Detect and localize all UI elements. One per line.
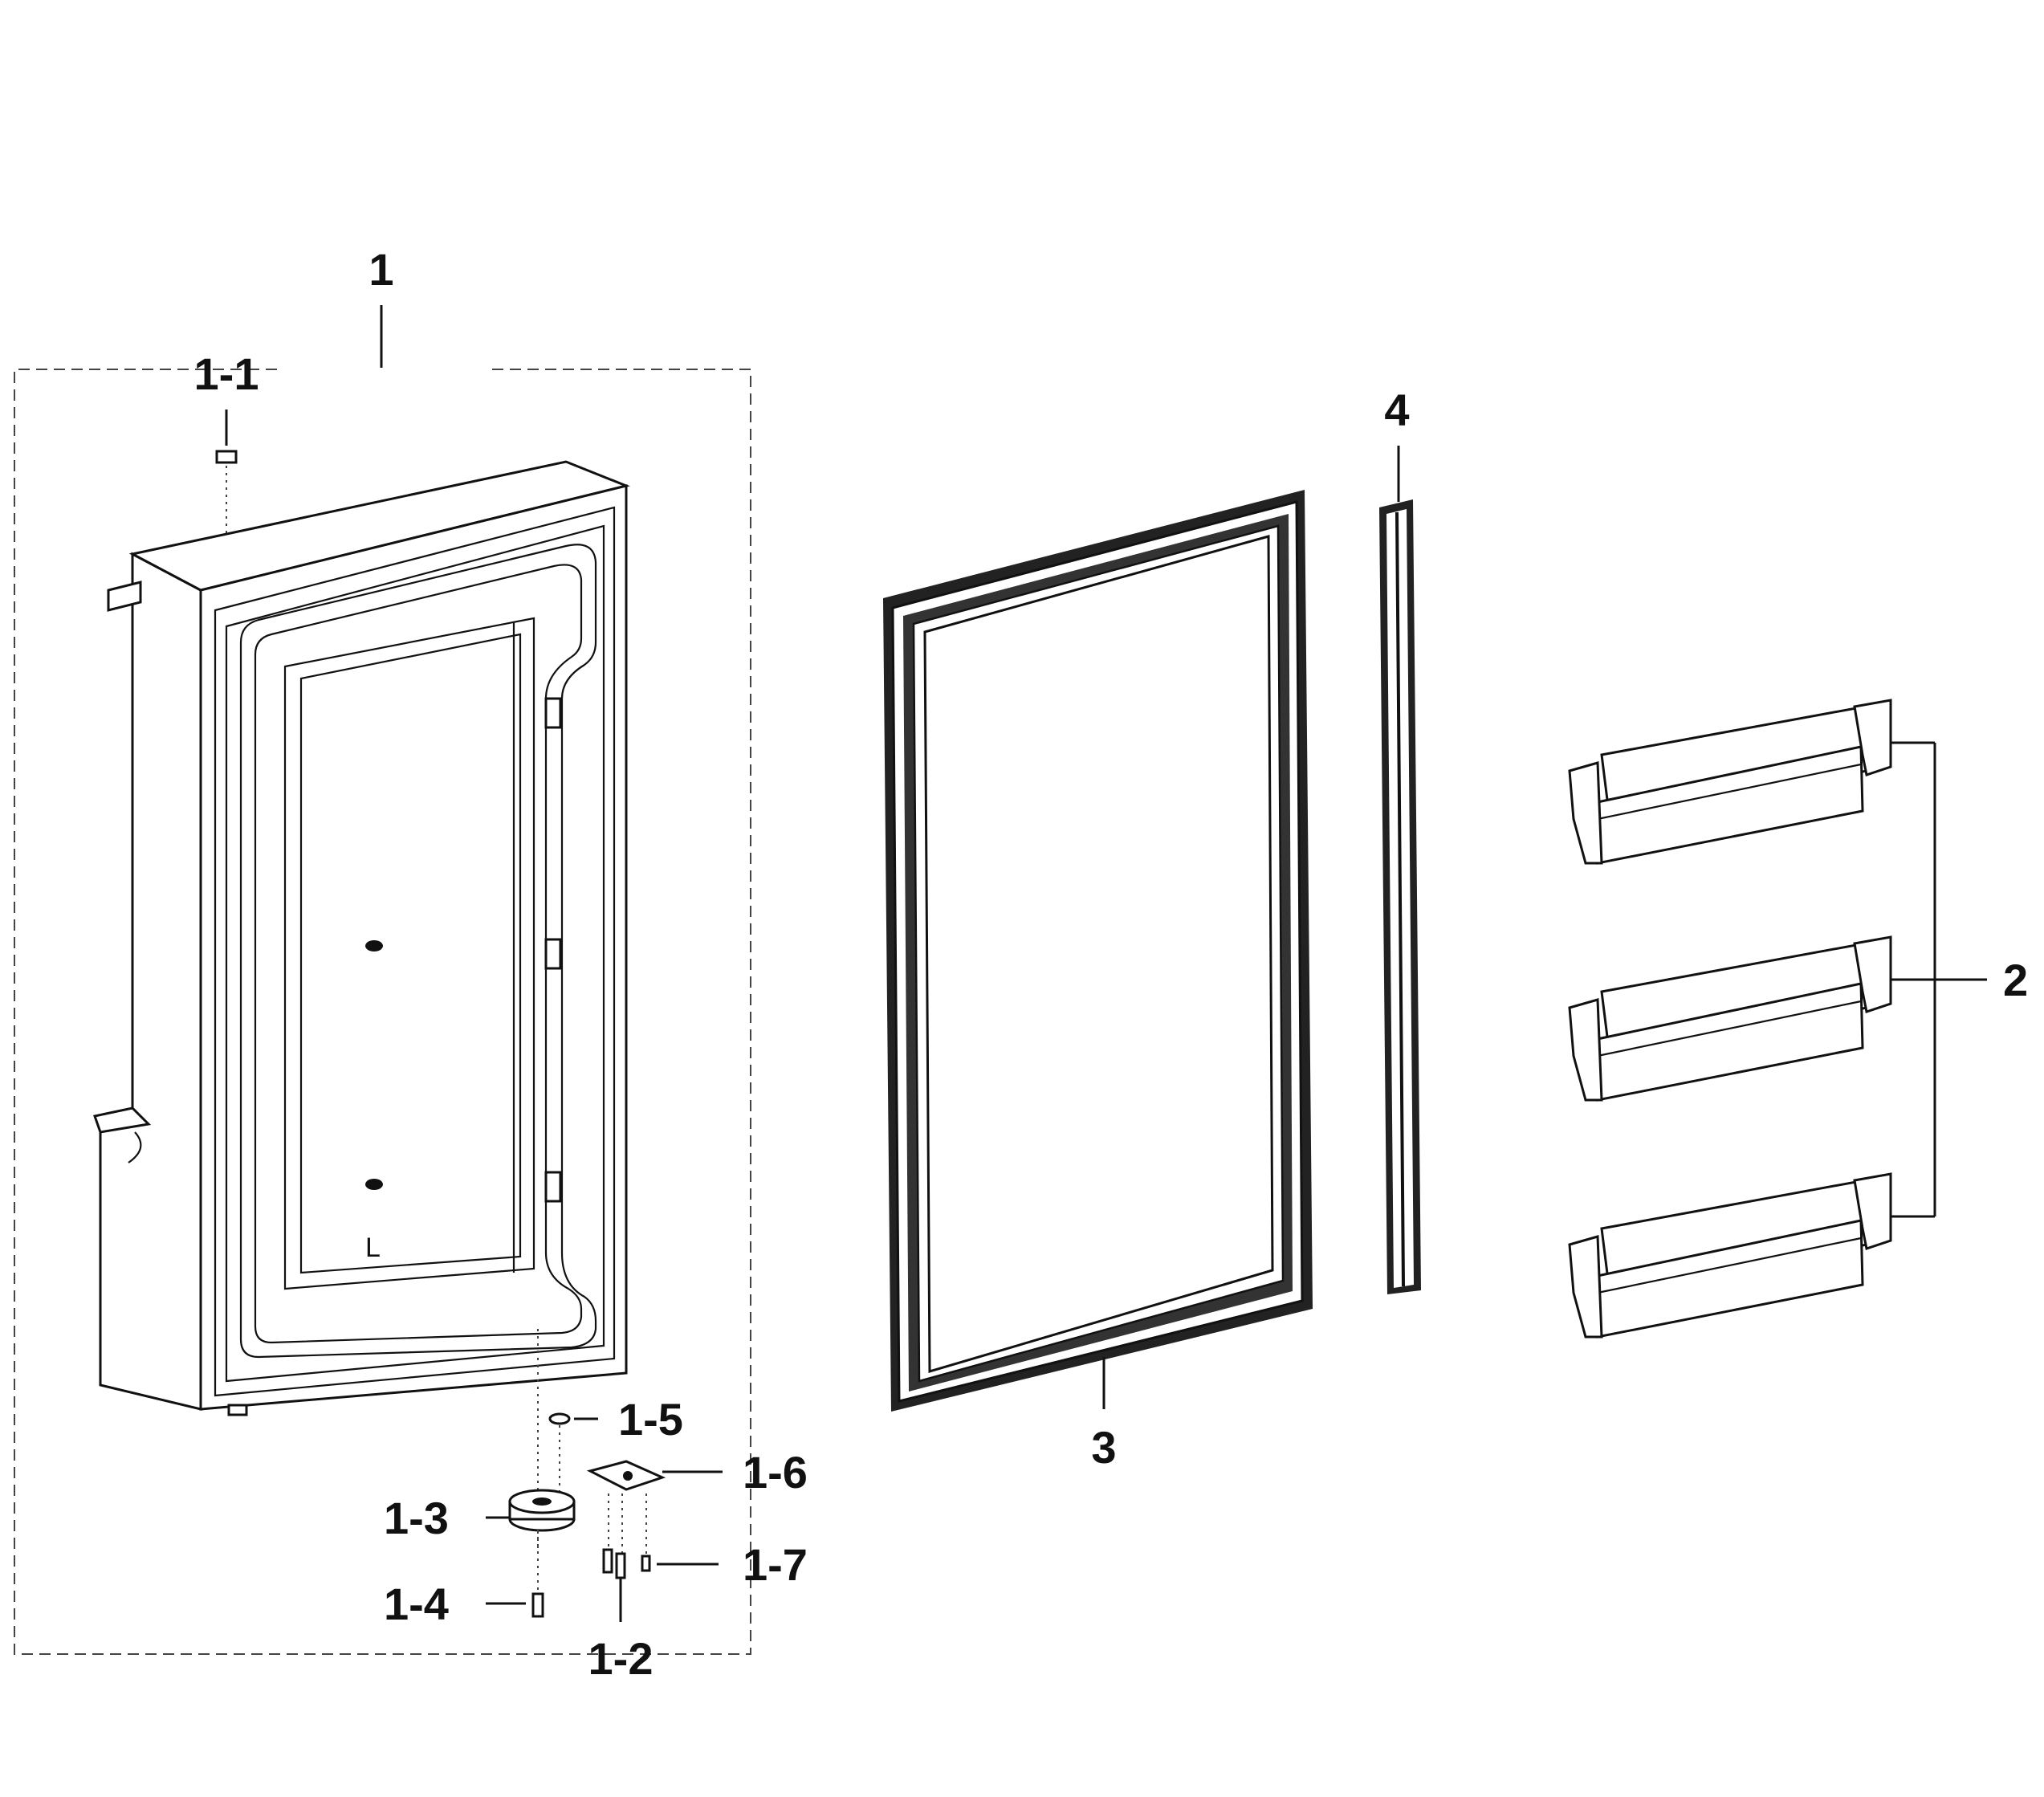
callout-1-1: 1-1 bbox=[194, 348, 259, 399]
guard-3-lip bbox=[1597, 1237, 1862, 1294]
door-side-face bbox=[99, 552, 202, 1411]
screw-b-part: 1-7 bbox=[641, 1539, 808, 1590]
inner-recess bbox=[283, 617, 535, 1290]
guard-2-end-left bbox=[1568, 998, 1603, 1102]
rim-fourth bbox=[254, 564, 583, 1344]
door-liner-part: L bbox=[93, 460, 630, 1416]
bracket-hole bbox=[623, 1471, 633, 1481]
hinge-part: 1-3 bbox=[384, 1489, 576, 1543]
door-mark-L: L bbox=[365, 1233, 381, 1263]
door-foot bbox=[227, 1404, 248, 1416]
callout-1-3: 1-3 bbox=[384, 1493, 449, 1543]
door-cap-shape bbox=[215, 450, 238, 464]
clip-3 bbox=[544, 1171, 562, 1203]
guard-2-end-right bbox=[1853, 935, 1892, 1013]
door-guard-1 bbox=[1568, 699, 1935, 865]
top-tab bbox=[107, 581, 142, 612]
guard-1-end-right bbox=[1853, 699, 1892, 776]
side-tab bbox=[93, 1106, 152, 1134]
callout-1-4: 1-4 bbox=[384, 1579, 449, 1629]
door-assembly-group: 1 bbox=[14, 244, 751, 1655]
callout-2: 2 bbox=[2003, 955, 2028, 1005]
door-guard-2 bbox=[1568, 935, 1935, 1102]
callout-1-7: 1-7 bbox=[743, 1539, 808, 1590]
guard-3-end-right bbox=[1853, 1172, 1892, 1250]
hinge-hole bbox=[532, 1498, 552, 1506]
side-hook bbox=[128, 1131, 142, 1163]
callout-4: 4 bbox=[1384, 385, 1409, 435]
washer-part: 1-5 bbox=[548, 1394, 683, 1502]
washer-shape bbox=[548, 1412, 571, 1425]
pin-shape bbox=[531, 1592, 544, 1618]
gasket-part: 3 bbox=[883, 490, 1313, 1473]
callout-1: 1 bbox=[368, 244, 393, 295]
guard-3-end-left bbox=[1568, 1235, 1603, 1339]
callout-1-6: 1-6 bbox=[743, 1447, 808, 1498]
screw-a-2 bbox=[615, 1552, 626, 1579]
bracket-part: 1-6 bbox=[586, 1447, 808, 1558]
door-guard-3 bbox=[1568, 1172, 1935, 1339]
callout-3: 3 bbox=[1091, 1422, 1116, 1473]
guard-1-lip bbox=[1597, 763, 1862, 821]
rim-third bbox=[239, 544, 597, 1359]
clip-2 bbox=[544, 938, 562, 970]
screw-a-part: 1-2 bbox=[588, 1548, 654, 1684]
screw-b-shape bbox=[641, 1555, 651, 1572]
hole-lower bbox=[365, 1179, 383, 1190]
clip-1 bbox=[544, 697, 562, 729]
screw-a-1 bbox=[602, 1548, 613, 1574]
door-cap-part: 1-1 bbox=[194, 348, 259, 578]
callout-1-2: 1-2 bbox=[588, 1633, 654, 1684]
pin-part: 1-4 bbox=[384, 1530, 544, 1629]
guard-2-lip bbox=[1597, 1000, 1862, 1057]
assembly-boundary bbox=[14, 369, 751, 1655]
hole-upper bbox=[365, 940, 383, 951]
guard-1-end-left bbox=[1568, 761, 1603, 865]
strip-part: 4 bbox=[1379, 385, 1421, 1294]
inner-panel bbox=[299, 633, 522, 1274]
callout-1-5: 1-5 bbox=[618, 1394, 683, 1445]
door-guard-group: 2 bbox=[1568, 699, 2028, 1339]
gasket-inner bbox=[923, 535, 1274, 1374]
strip-core bbox=[1395, 511, 1405, 1287]
